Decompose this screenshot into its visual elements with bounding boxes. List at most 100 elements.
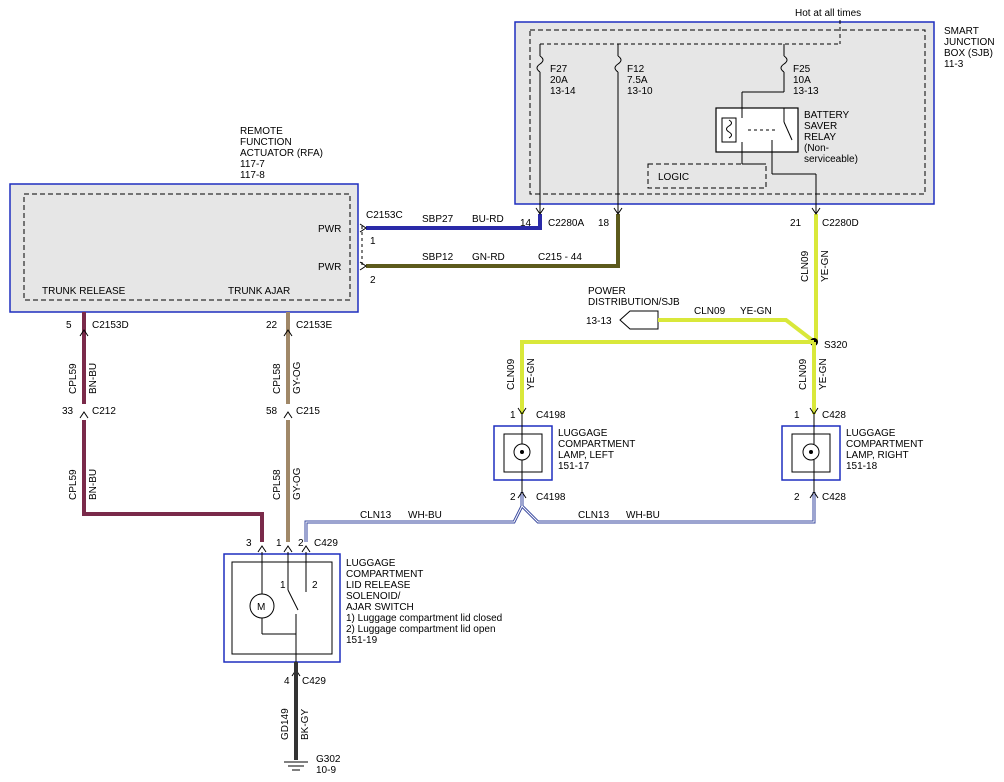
power-dist-ye-gn: YE-GN: [740, 306, 772, 317]
power-dist-label-1: POWER: [588, 286, 626, 297]
power-dist-cln09: CLN09: [694, 306, 726, 317]
ground-pin-4: 4: [284, 676, 290, 687]
rfa-name-1: REMOTE: [240, 126, 283, 137]
motor-label: M: [257, 602, 265, 613]
solenoid-name-5: AJAR SWITCH: [346, 602, 414, 613]
fuse-f27: F27 20A 13-14: [536, 44, 576, 214]
switch-pos-1: 1: [280, 580, 286, 591]
wire-cpl58: CPL58 GY-OG CPL58 GY-OG 58 C215: [266, 312, 320, 542]
fuse-f12: F12 7.5A 13-10: [614, 44, 653, 214]
relay-switch-icon: [783, 121, 793, 141]
solenoid-connector: C429: [314, 538, 338, 549]
relay-name-2: SAVER: [804, 121, 837, 132]
solenoid-name-2: COMPARTMENT: [346, 569, 423, 580]
lamp-left: 1 C4198 LUGGAGE COMPARTMENT LAMP, LEFT 1…: [493, 410, 635, 503]
wire-ye-gn-label: YE-GN: [820, 250, 831, 282]
power-distribution: POWER DISTRIBUTION/SJB 13-13 CLN09 YE-GN: [586, 286, 814, 342]
connector-c215-44: C215 - 44: [538, 252, 582, 263]
battery-saver-relay: BATTERY SAVER RELAY (Non- serviceable): [715, 107, 858, 214]
solenoid-pin-2: 2: [298, 538, 304, 549]
logic-label: LOGIC: [658, 172, 689, 183]
ground-name: G302: [316, 754, 341, 765]
c212-pin: 33: [62, 406, 74, 417]
sjb-connector-c2280a: C2280A: [548, 218, 584, 229]
solenoid-name-6: 1) Luggage compartment lid closed: [346, 613, 502, 624]
wire-cln13-right-label: CLN13: [578, 510, 610, 521]
rfa-fill: [10, 184, 358, 312]
fuse-icon: [614, 55, 622, 73]
lamp-left-name-1: LUGGAGE: [558, 428, 608, 439]
lamp-left-conn-bot: C4198: [536, 492, 566, 503]
lamp-right-name-4: 151-18: [846, 461, 878, 472]
lamp-right-conn-bot: C428: [822, 492, 846, 503]
wire-sbp27-label: SBP27: [422, 214, 454, 225]
lamp-right-pin-top: 1: [794, 410, 800, 421]
lamp-right-name-1: LUGGAGE: [846, 428, 896, 439]
wire-cln09-main: CLN09 YE-GN: [800, 214, 831, 342]
power-dist-connector-icon: [619, 310, 659, 330]
wire-sbp27: SBP27 BU-RD: [359, 214, 542, 233]
fuse-f25: F25 10A 13-13: [741, 44, 819, 108]
power-dist-ref: 13-13: [586, 316, 612, 327]
wire-cpl59-label-1: CPL59: [68, 363, 79, 394]
fuse-f12-ref: 13-10: [627, 86, 653, 97]
wire-gy-og-label-2: GY-OG: [292, 467, 303, 500]
solenoid-name-8: 151-19: [346, 635, 378, 646]
wire-gd149: 4 C429 GD149 BK-GY G302 10-9: [280, 662, 341, 776]
lamp-right-pin-bot: 2: [794, 492, 800, 503]
wire-cln13: CLN13 WH-BU CLN13 WH-BU: [304, 492, 816, 542]
splice-s320-label: S320: [824, 340, 848, 351]
ground-ref: 10-9: [316, 765, 336, 776]
wire-gn-rd-label: GN-RD: [472, 252, 505, 263]
lamp-left-name-2: COMPARTMENT: [558, 439, 635, 450]
wire-sbp12-label: SBP12: [422, 252, 454, 263]
sjb-connector-c2280d: C2280D: [822, 218, 859, 229]
power-dist-label-2: DISTRIBUTION/SJB: [588, 297, 680, 308]
solenoid-pin-3: 3: [246, 538, 252, 549]
right-cln09-label: CLN09: [798, 358, 809, 390]
wire-cpl58-label-1: CPL58: [272, 363, 283, 394]
wire-sbp12: SBP12 GN-RD C215 - 44: [359, 214, 620, 271]
solenoid-name-3: LID RELEASE: [346, 580, 411, 591]
rfa-pin-5: 5: [66, 320, 72, 331]
c215-pin: 58: [266, 406, 278, 417]
wire-bn-bu-label-2: BN-BU: [88, 469, 99, 500]
lamp-right-name-3: LAMP, RIGHT: [846, 450, 909, 461]
solenoid-name-7: 2) Luggage compartment lid open: [346, 624, 496, 635]
fuse-f12-rating: 7.5A: [627, 75, 648, 86]
lamp-left-name-4: 151-17: [558, 461, 590, 472]
wire-cpl58-label-2: CPL58: [272, 469, 283, 500]
logic-box: [647, 163, 767, 189]
switch-icon: [287, 589, 299, 611]
luggage-lid-solenoid: 3 1 2 C429 M 1 2 LUGGAGE COMPARTMENT LID…: [223, 538, 502, 663]
ground-connector: C429: [302, 676, 326, 687]
sjb-dashed-outline: [529, 29, 926, 195]
fuse-f25-ref: 13-13: [793, 86, 819, 97]
rfa-pwr-2: PWR: [318, 262, 341, 273]
left-ye-gn-label: YE-GN: [526, 358, 537, 390]
fuse-f25-rating: 10A: [793, 75, 811, 86]
relay-coil-icon: [721, 117, 737, 143]
relay-name-4: (Non-: [804, 143, 829, 154]
rfa-connector-c2153c: C2153C: [366, 210, 403, 221]
sjb-pin-14: 14: [520, 218, 532, 229]
relay-name-3: RELAY: [804, 132, 836, 143]
switch-pos-2: 2: [312, 580, 318, 591]
rfa-pin-2: 2: [370, 275, 376, 286]
sjb-name-2: JUNCTION: [944, 37, 995, 48]
fuse-f12-name: F12: [627, 64, 645, 75]
lamp-left-box: [493, 425, 553, 481]
right-ye-gn-label: YE-GN: [818, 358, 829, 390]
fuse-icon: [536, 55, 544, 73]
rfa-border: [9, 183, 359, 313]
rfa-dashed-outline: [23, 193, 351, 301]
wire-cpl59: CPL59 BN-BU CPL59 BN-BU 33 C212: [62, 312, 264, 542]
sjb-border: [514, 21, 935, 205]
rfa-pin-22: 22: [266, 320, 278, 331]
solenoid-box: [223, 553, 341, 663]
c212-label: C212: [92, 406, 116, 417]
lamp-bulb-icon: [802, 443, 820, 461]
rfa-trunk-release: TRUNK RELEASE: [42, 286, 126, 297]
c215-label: C215: [296, 406, 320, 417]
